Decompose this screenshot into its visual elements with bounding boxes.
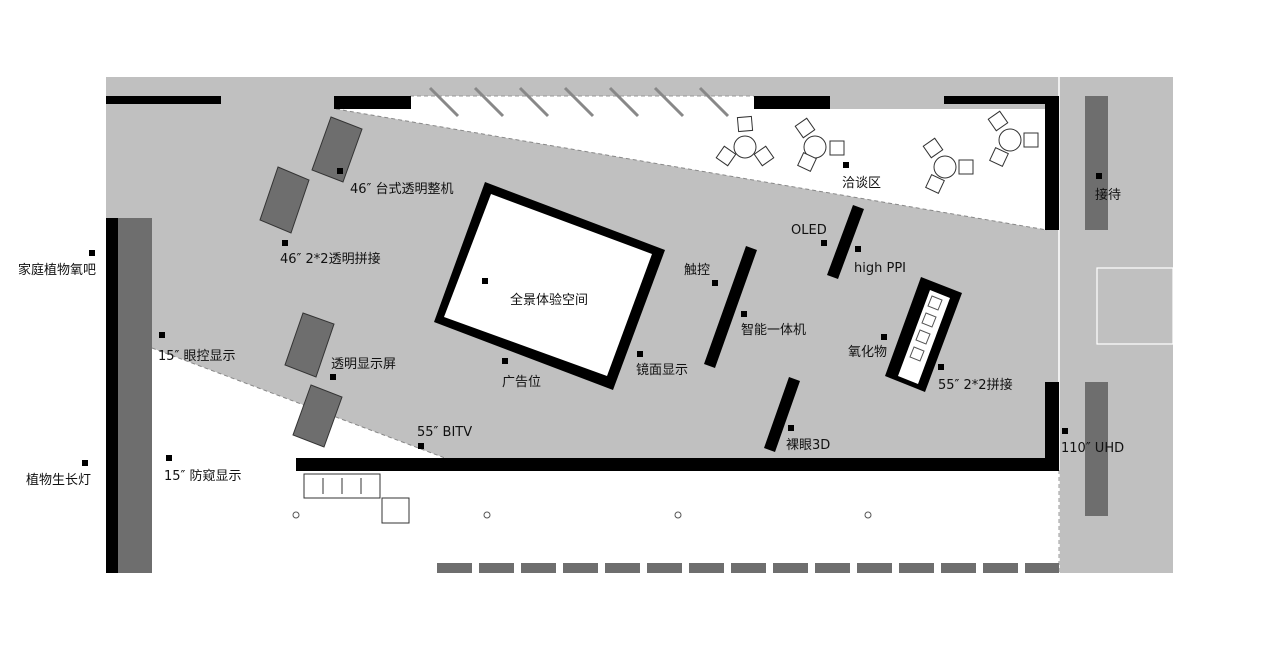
label-bitv: 55″ BITV [417, 425, 472, 440]
screen-46-desk [311, 116, 363, 183]
transparent-screen-a [284, 312, 335, 378]
label-oled: OLED [791, 223, 827, 238]
label-ad-space: 广告位 [502, 375, 541, 390]
tile-55-panels [909, 295, 943, 362]
label-home-oxygen-bar: 家庭植物氧吧 [18, 262, 96, 278]
label-reception: 接待 [1095, 187, 1121, 203]
label-grow-light: 植物生长灯 [26, 473, 91, 488]
panorama-room-floor [444, 194, 652, 376]
screen-46-tile [259, 166, 310, 234]
reception-display-top [1085, 96, 1108, 230]
lounge-furniture [715, 110, 1039, 194]
label-negotiation: 洽谈区 [842, 176, 881, 191]
label-high-ppi: high PPI [854, 261, 906, 276]
columns [292, 511, 872, 519]
sofa-set [303, 473, 410, 524]
tile-55-inner [898, 290, 950, 384]
3d-display-bar [764, 377, 800, 452]
transparent-screen-b [292, 384, 343, 448]
uhd-110-display [1085, 382, 1108, 516]
left-wall-display [118, 218, 152, 573]
label-smart-all-in-one: 智能一体机 [741, 323, 806, 338]
label-46-tile: 46″ 2*2透明拼接 [280, 251, 381, 267]
label-privacy-display: 15″ 防窥显示 [164, 468, 242, 484]
label-3d: 裸眼3D [786, 438, 830, 453]
privacy-zone-edge [151, 347, 446, 459]
glass-panels [428, 86, 730, 118]
label-46-desk: 46″ 台式透明整机 [350, 182, 454, 197]
walls [106, 96, 1059, 573]
label-uhd-110: 110″ UHD [1061, 441, 1124, 456]
label-touch: 触控 [684, 263, 710, 278]
label-panorama: 全景体验空间 [510, 292, 588, 308]
markers [82, 162, 1102, 466]
oled-display-bar [827, 205, 864, 279]
label-tile-55: 55″ 2*2拼接 [938, 377, 1013, 393]
label-mirror-display: 镜面显示 [636, 363, 688, 378]
lounge-edge [335, 108, 1048, 231]
entrance-opening [1096, 267, 1174, 345]
bottom-display-row [437, 563, 1059, 573]
label-transparent-screen: 透明显示屏 [331, 357, 396, 372]
label-oxide: 氧化物 [848, 345, 887, 360]
touch-display-bar [704, 246, 757, 368]
label-eye-control: 15″ 眼控显示 [158, 349, 236, 364]
